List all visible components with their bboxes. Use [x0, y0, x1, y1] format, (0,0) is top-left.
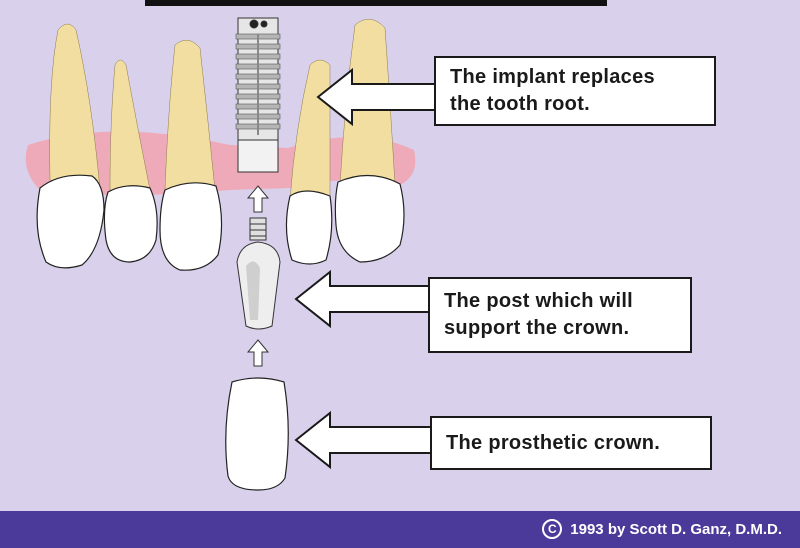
tooth-crown-1 [36, 174, 105, 269]
tooth-crowns [36, 174, 405, 271]
left-arrow-icon [294, 269, 431, 329]
callout-implant-text: The implant replaces the tooth root. [450, 66, 655, 115]
tooth-crown-2 [103, 185, 158, 263]
up-arrow-icon [246, 339, 270, 367]
tooth-crown-5 [334, 174, 405, 263]
copyright-text: 1993 by Scott D. Ganz, D.M.D. [570, 520, 782, 538]
copyright: C 1993 by Scott D. Ganz, D.M.D. [542, 519, 782, 539]
left-arrow-icon [294, 410, 433, 470]
callout-crown: The prosthetic crown. [430, 416, 712, 470]
callout-post-text: The post which will support the crown. [444, 290, 634, 339]
callout-post: The post which will support the crown. [428, 277, 692, 353]
top-bar [145, 0, 607, 6]
footer-bar: C 1993 by Scott D. Ganz, D.M.D. [0, 511, 800, 548]
copyright-icon: C [542, 519, 563, 539]
tooth-crown-3 [159, 182, 223, 271]
callout-crown-text: The prosthetic crown. [446, 431, 661, 454]
implant-fixture [235, 17, 281, 173]
callout-implant: The implant replaces the tooth root. [434, 56, 716, 126]
prosthetic-crown [225, 377, 289, 491]
abutment-post [236, 217, 281, 330]
tooth-crown-4 [285, 190, 333, 265]
up-arrow-icon [246, 185, 270, 213]
